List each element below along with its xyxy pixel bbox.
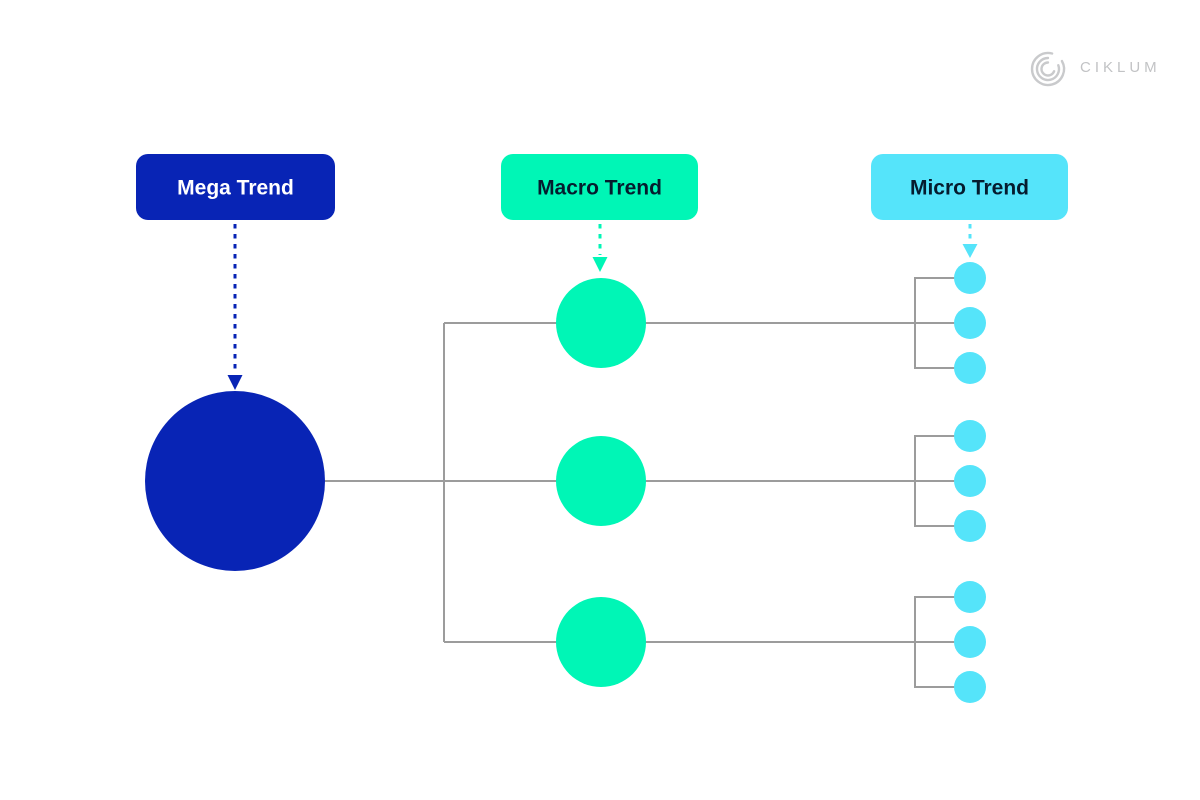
micro-trend-node	[954, 307, 986, 339]
ciklum-logo-icon	[1030, 51, 1066, 87]
micro-trend-node	[954, 420, 986, 452]
macro-trend-label-box	[501, 154, 698, 220]
micro-trend-node	[954, 581, 986, 613]
micro-trend-node	[954, 465, 986, 497]
logo-outer-arc	[1030, 51, 1066, 87]
micro-trend-node	[954, 510, 986, 542]
connector-bracket-2	[914, 435, 956, 527]
logo-middle-arc	[1035, 56, 1061, 82]
micro-arrowhead-icon	[962, 244, 978, 258]
micro-trend-level: Micro Trend	[871, 154, 1068, 703]
macro-trend-node	[556, 436, 646, 526]
ciklum-brand-text: CIKLUM	[1080, 59, 1161, 76]
mega-trend-label-box	[136, 154, 335, 220]
micro-trend-node	[954, 626, 986, 658]
micro-trend-node	[954, 352, 986, 384]
micro-trend-node	[954, 671, 986, 703]
connector-bracket-1	[914, 277, 956, 369]
macro-trend-node	[556, 597, 646, 687]
mega-trend-level: Mega Trend	[136, 154, 335, 571]
macro-trend-label: Macro Trend	[537, 177, 662, 200]
connector-bracket-3	[914, 596, 956, 688]
ciklum-logo: CIKLUM	[1026, 46, 1161, 90]
macro-trend-level: Macro Trend	[501, 154, 698, 687]
mega-trend-label: Mega Trend	[177, 177, 294, 200]
macro-trend-node	[556, 278, 646, 368]
logo-inner-arc	[1040, 61, 1056, 77]
micro-trend-node	[954, 262, 986, 294]
connector-lines	[325, 277, 956, 688]
mega-arrowhead-icon	[227, 375, 243, 390]
micro-trend-label: Micro Trend	[910, 177, 1029, 200]
mega-trend-node	[145, 391, 325, 571]
macro-arrowhead-icon	[592, 257, 608, 272]
micro-trend-label-box	[871, 154, 1068, 220]
